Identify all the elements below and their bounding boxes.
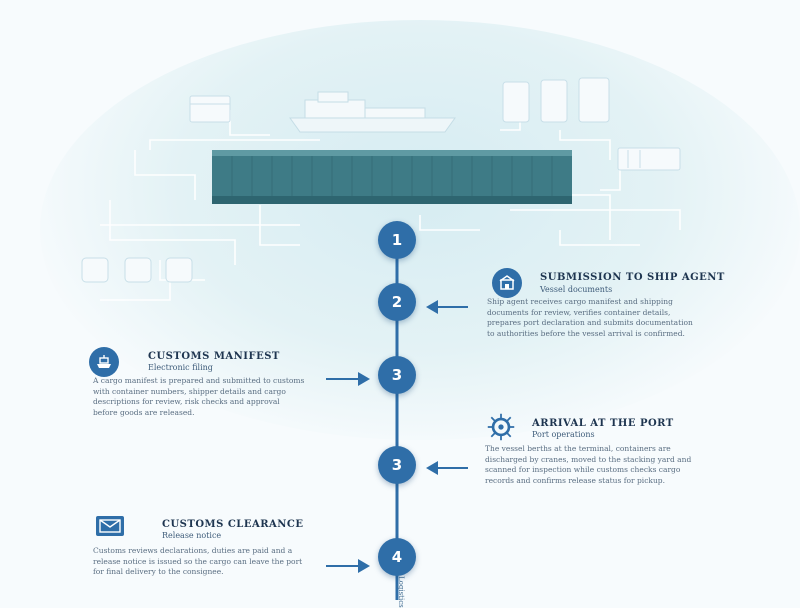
arrow-right-icon <box>326 559 370 573</box>
gear-network-icon <box>486 412 516 442</box>
step-node-2[interactable]: 2 <box>378 283 416 321</box>
cargo-container <box>212 150 572 204</box>
storage-units-top-right <box>502 77 610 123</box>
storage-units-left <box>81 257 193 283</box>
storage-box-right <box>617 147 681 171</box>
arrow-left-icon <box>426 300 468 314</box>
card-body: Ship agent receives cargo manifest and s… <box>487 297 693 338</box>
step-number: 2 <box>391 293 403 311</box>
envelope-icon <box>96 516 124 536</box>
card-title: SUBMISSION TO SHIP AGENT <box>540 272 725 283</box>
step-node-4[interactable]: 4 <box>378 538 416 576</box>
step-number: 3 <box>391 366 403 384</box>
step-number: 3 <box>391 456 403 474</box>
arrow-left-icon <box>426 461 468 475</box>
card-subtitle: Release notice <box>162 531 222 540</box>
step-number: 4 <box>391 548 403 566</box>
card-body: A cargo manifest is prepared and submitt… <box>93 376 305 417</box>
step-node-1[interactable]: 1 <box>378 221 416 259</box>
card-body: Customs reviews declarations, duties are… <box>93 546 303 576</box>
card-title: ARRIVAL AT THE PORT <box>532 418 674 429</box>
step-node-3[interactable]: 3 <box>378 356 416 394</box>
step-number: 1 <box>391 231 403 249</box>
card-subtitle: Vessel documents <box>540 285 613 294</box>
footer-caption: Logistics <box>397 576 405 608</box>
cargo-ship <box>289 91 456 133</box>
card-subtitle: Electronic filing <box>148 363 213 372</box>
card-body: The vessel berths at the terminal, conta… <box>485 444 692 485</box>
ship-icon <box>89 347 119 377</box>
building-icon <box>492 268 522 298</box>
step-node-3b[interactable]: 3 <box>378 446 416 484</box>
card-subtitle: Port operations <box>532 430 595 439</box>
card-title: CUSTOMS MANIFEST <box>148 351 280 362</box>
arrow-right-icon <box>326 372 370 386</box>
storage-box-top-left <box>189 95 231 123</box>
card-title: CUSTOMS CLEARANCE <box>162 519 304 530</box>
